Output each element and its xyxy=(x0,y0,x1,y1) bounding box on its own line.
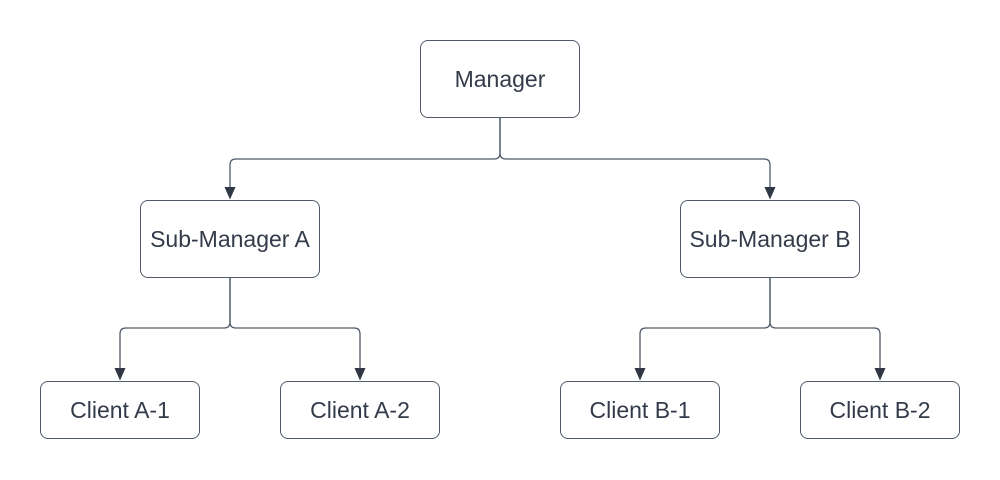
arrowhead-client-a2 xyxy=(354,368,366,381)
edge-sub-manager-b-to-client-b2 xyxy=(769,278,881,368)
arrowhead-client-b1 xyxy=(634,368,646,381)
edge-sub-manager-b-to-client-b1 xyxy=(639,278,771,368)
node-client-a1-label: Client A-1 xyxy=(70,396,170,423)
edge-sub-manager-a-to-client-a1 xyxy=(119,278,231,368)
arrowhead-sub-manager-b xyxy=(764,187,776,200)
edge-manager-to-sub-manager-a xyxy=(229,118,501,187)
node-client-a2-label: Client A-2 xyxy=(310,396,410,423)
node-client-a1: Client A-1 xyxy=(40,381,200,439)
node-client-b2-label: Client B-2 xyxy=(829,396,931,423)
node-client-a2: Client A-2 xyxy=(280,381,440,439)
node-client-b1: Client B-1 xyxy=(560,381,720,439)
edge-manager-to-sub-manager-b xyxy=(499,118,771,187)
node-client-b1-label: Client B-1 xyxy=(589,396,691,423)
node-manager-label: Manager xyxy=(454,65,546,92)
node-sub-manager-a: Sub-Manager A xyxy=(140,200,320,278)
node-manager: Manager xyxy=(420,40,580,118)
node-sub-manager-b-label: Sub-Manager B xyxy=(689,225,851,252)
arrowhead-client-b2 xyxy=(874,368,886,381)
node-client-b2: Client B-2 xyxy=(800,381,960,439)
edge-sub-manager-a-to-client-a2 xyxy=(229,278,361,368)
arrowhead-sub-manager-a xyxy=(224,187,236,200)
node-sub-manager-b: Sub-Manager B xyxy=(680,200,860,278)
node-sub-manager-a-label: Sub-Manager A xyxy=(150,225,310,252)
arrowhead-client-a1 xyxy=(114,368,126,381)
